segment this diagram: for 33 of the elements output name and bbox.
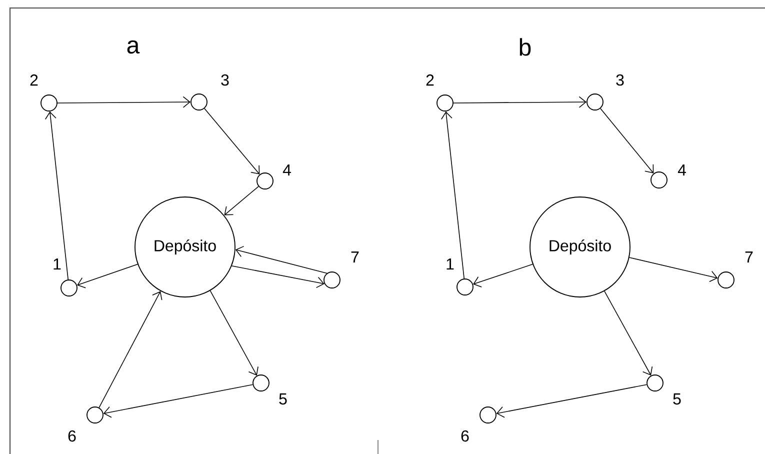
panel-letter: a [127,40,140,54]
node-number: 4 [678,164,686,176]
node-number: 6 [68,430,76,442]
arrow [57,96,191,108]
arrow [44,111,69,280]
node-number: 7 [351,252,359,262]
arrow [77,264,138,288]
arrow [496,384,648,418]
arrow [210,290,258,376]
arrow [235,246,328,274]
panel-letter: b [520,38,531,56]
node-number: 1 [54,258,61,270]
node-number: 4 [282,164,291,176]
arrow [628,257,718,282]
arrow [103,384,254,418]
arrow [440,111,465,279]
arrow [604,290,653,376]
node-number: 5 [279,393,287,405]
node-number: 2 [30,74,38,86]
arrow [453,96,587,108]
arrow [473,264,533,288]
node-number: 5 [673,393,681,405]
arrow [224,186,259,216]
node-number: 7 [745,252,753,262]
arrow [204,108,260,174]
node-number: 3 [616,74,624,86]
arrow [98,291,162,408]
node-number: 1 [446,258,454,270]
node-number: 2 [426,74,434,86]
arrow [600,108,654,174]
node-number: 3 [221,74,229,86]
node-number: 6 [461,430,469,442]
arrow [231,266,324,288]
